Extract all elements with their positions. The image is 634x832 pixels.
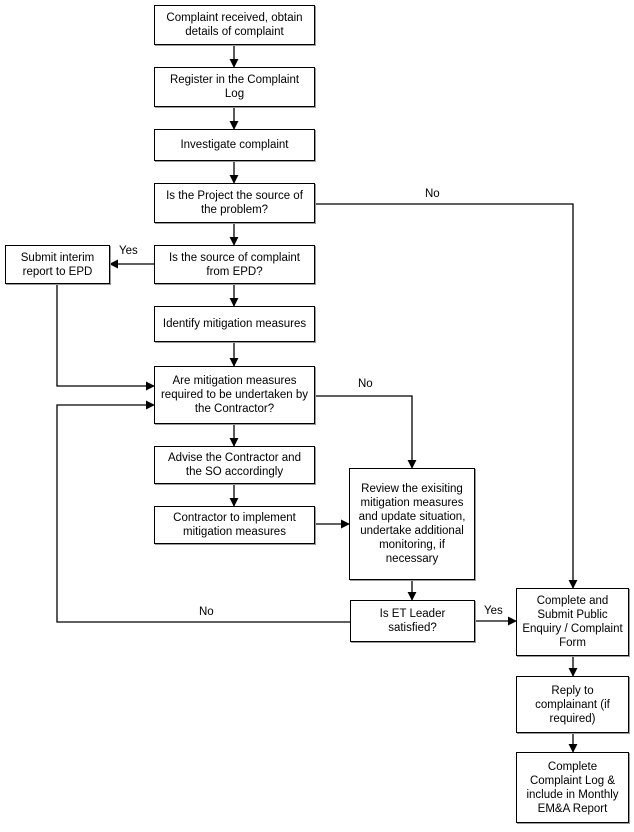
label-yes-epd: Yes [119,245,138,257]
step-investigate: Investigate complaint [154,129,315,161]
step-contractor-implement: Contractor to implement mitigation measu… [154,506,315,544]
arrow-interim-to-mitigation-required [56,284,155,391]
decision-project-source: Is the Project the source of the problem… [154,183,315,223]
step-register-log: Register in the Complaint Log [154,67,315,107]
step-reply-complainant: Reply to complainant (if required) [516,676,629,733]
label-yes-satisfied: Yes [484,605,503,617]
decision-et-leader-satisfied: Is ET Leader satisfied? [350,600,475,642]
step-complaint-received: Complaint received, obtain details of co… [154,5,315,45]
label-no-satisfied: No [199,606,214,618]
label-no-project: No [425,188,440,200]
arrow-mitigation-no-to-review [315,395,417,469]
arrow-et-no-to-mitigation-required [56,400,350,623]
decision-mitigation-required: Are mitigation measures required to be u… [154,366,315,424]
decision-source-epd: Is the source of complaint from EPD? [154,245,315,284]
step-complete-log: Complete Complaint Log & include in Mont… [516,752,629,823]
label-no-mitigation: No [358,378,373,390]
arrow-project-no-to-form [315,203,578,589]
step-submit-interim: Submit interim report to EPD [5,245,110,284]
step-advise-contractor: Advise the Contractor and the SO accordi… [154,446,315,484]
step-identify-mitigation: Identify mitigation measures [154,306,315,342]
step-review-existing: Review the exisiting mitigation measures… [349,468,475,580]
step-complete-submit-form: Complete and Submit Public Enquiry / Com… [516,588,629,656]
